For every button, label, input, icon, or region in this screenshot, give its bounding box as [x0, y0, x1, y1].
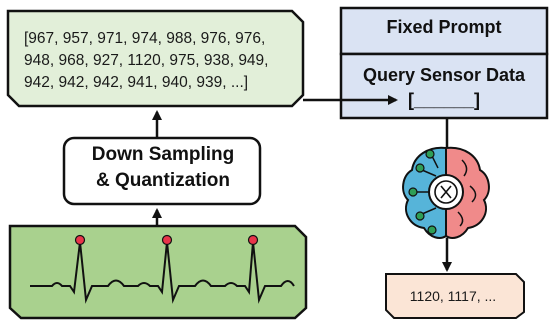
output-values: 1120, 1117, ... [409, 288, 497, 304]
sensor-data-box [6, 9, 305, 108]
downsampling-box [62, 136, 262, 206]
ecg-waveform [30, 241, 295, 304]
ecg-panel [8, 224, 308, 320]
downsampling-line-2: & Quantization [95, 170, 231, 191]
sensor-data-values: [967, 957, 971, 974, 988, 976, 976, 948,… [24, 30, 269, 91]
query-sensor-panel [339, 52, 549, 120]
peak-marker-2 [161, 234, 173, 246]
query-sensor-label: Query Sensor Data [362, 65, 526, 85]
peak-marker-3 [247, 234, 259, 246]
downsampling-label: Down Sampling & Quantization [68, 142, 258, 194]
fixed-prompt-panel [339, 6, 549, 56]
query-blank: [______] [407, 90, 481, 110]
output-box [385, 273, 525, 319]
fixed-prompt-label: Fixed Prompt [386, 17, 502, 37]
brain-icon [402, 146, 490, 239]
peak-marker-1 [74, 234, 86, 246]
downsampling-line-1: Down Sampling [91, 144, 235, 165]
